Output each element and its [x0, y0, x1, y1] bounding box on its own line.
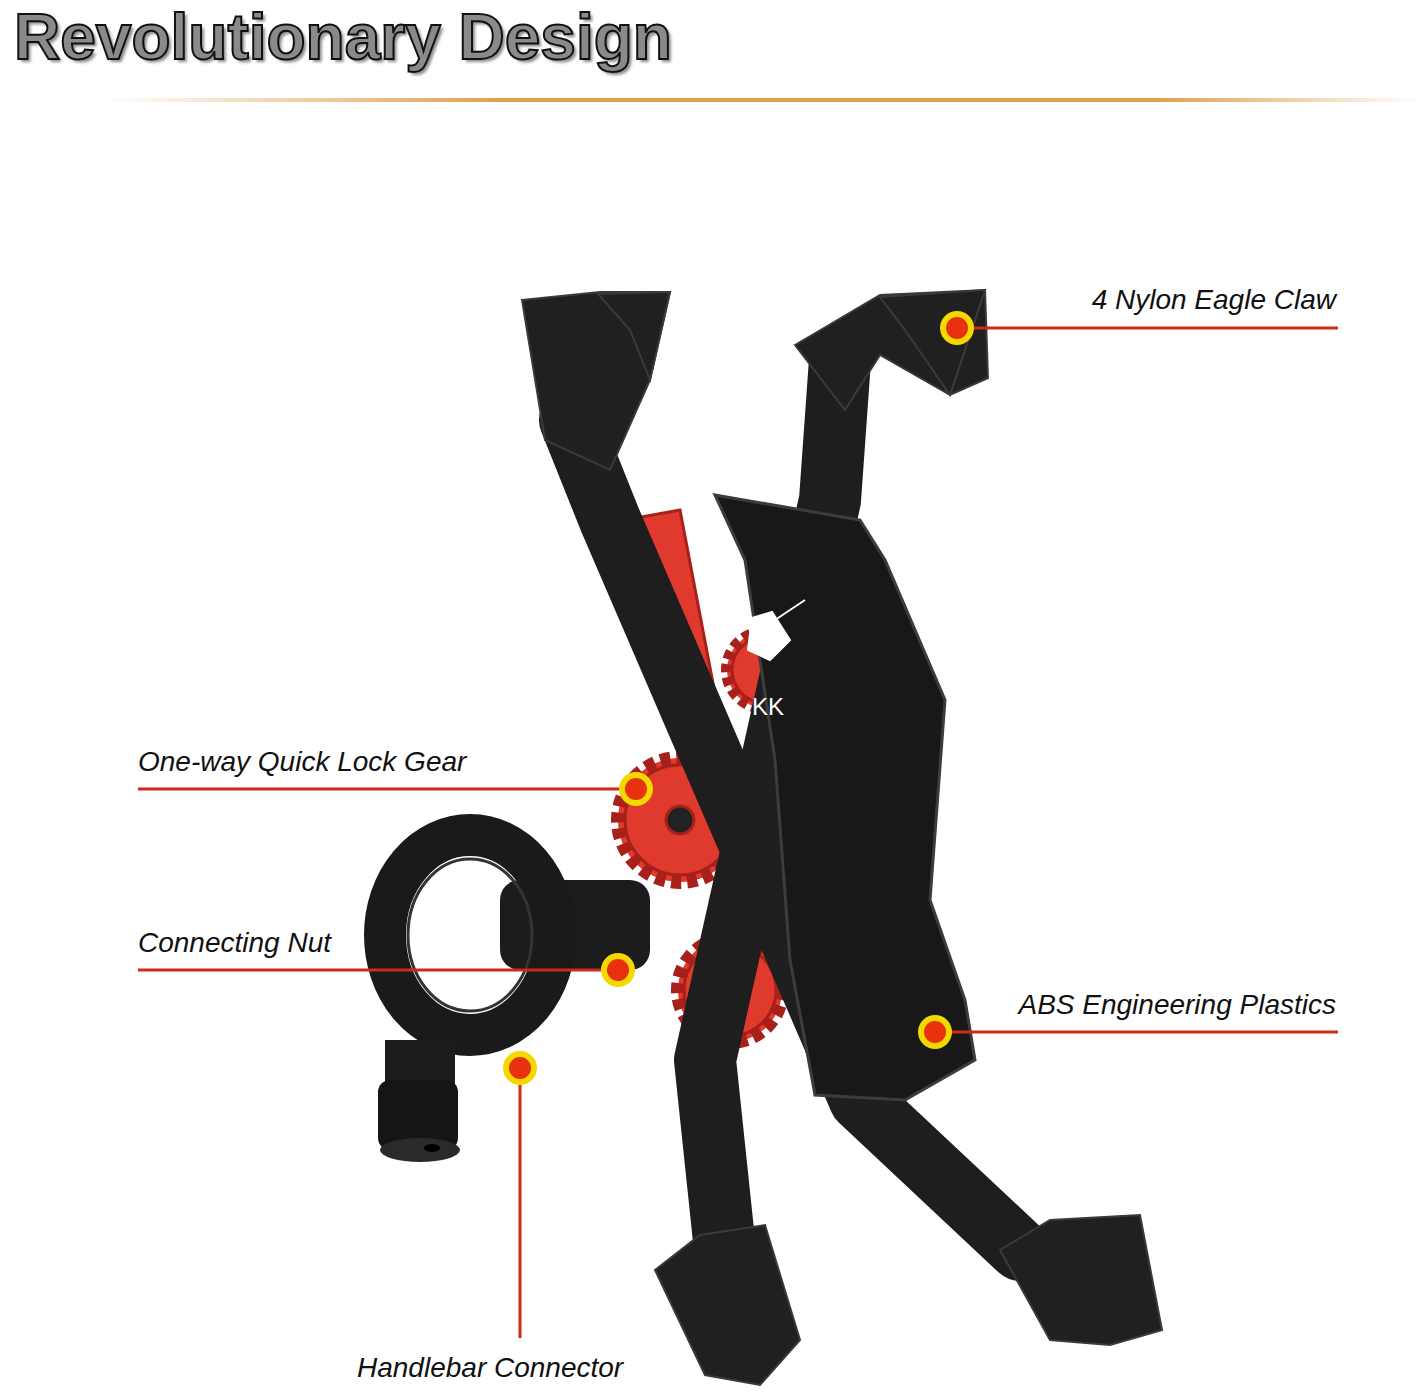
handlebar-clamp: [378, 835, 650, 1162]
leader-lines: [138, 328, 1338, 1338]
callout-label: One-way Quick Lock Gear: [138, 746, 466, 778]
title-rule: [105, 98, 1420, 102]
logo-mark: [748, 600, 805, 660]
callout-label: ABS Engineering Plastics: [1018, 989, 1336, 1021]
eagle-claws: [522, 290, 1162, 1385]
callout-label: 4 Nylon Eagle Claw: [1092, 284, 1336, 316]
page-title: Revolutionary Design: [14, 0, 672, 74]
callout-dots: [503, 311, 974, 1085]
abs-plate: [715, 495, 975, 1100]
claw-arms: [570, 360, 1020, 1250]
callout-label: Handlebar Connector: [357, 1352, 623, 1384]
callout-label: Connecting Nut: [138, 927, 331, 959]
brand-logo-text: KK: [752, 693, 784, 721]
